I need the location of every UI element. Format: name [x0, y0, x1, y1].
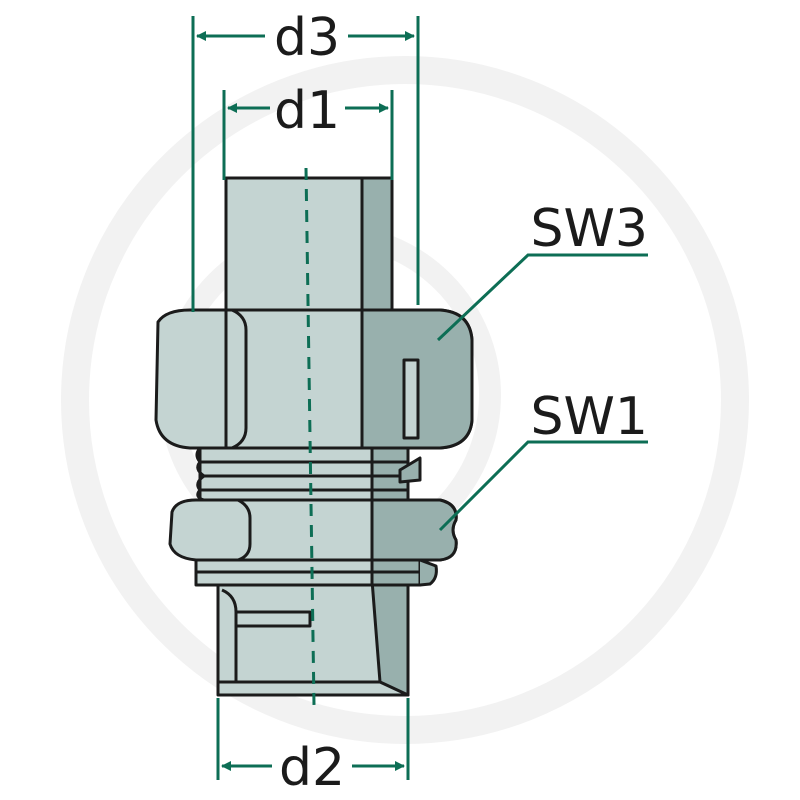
sw1-nut-shade [370, 498, 458, 562]
sw3-label: SW3 [530, 199, 648, 259]
fitting-body [154, 176, 474, 697]
sw1-leader-line [438, 440, 648, 532]
upper-tube-shade [360, 176, 394, 314]
d2-label: d2 [279, 738, 345, 798]
sw1-label: SW1 [530, 387, 648, 447]
d1-label: d1 [274, 81, 340, 141]
center-axis [304, 167, 316, 706]
sw3-leader-line [436, 253, 648, 342]
dimension-lines [191, 16, 648, 780]
d3-label: d3 [274, 8, 340, 68]
